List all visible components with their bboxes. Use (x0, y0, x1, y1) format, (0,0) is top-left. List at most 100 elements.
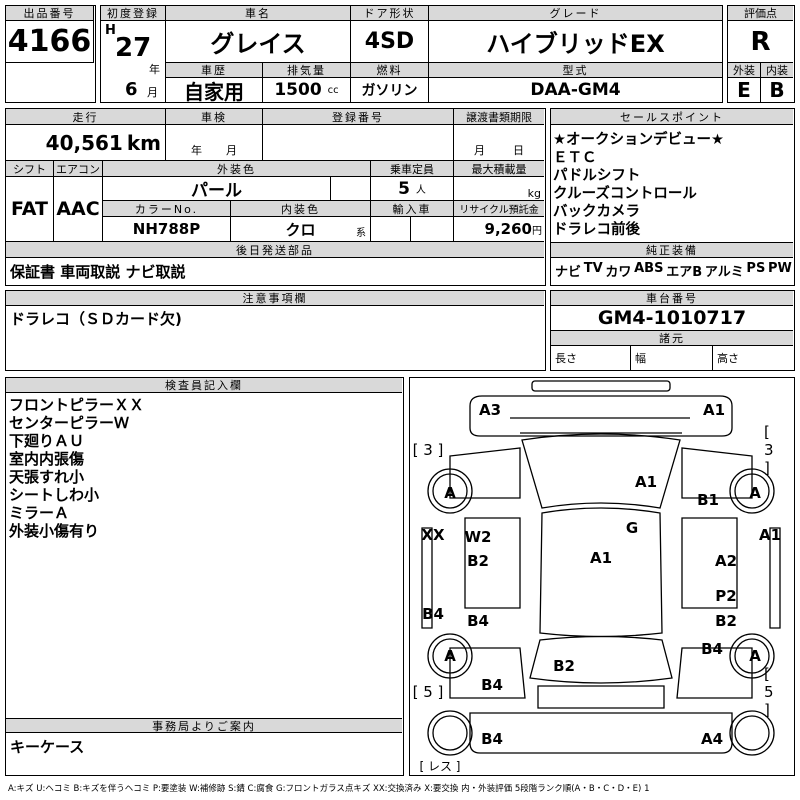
chassis-label: 車台番号 (551, 291, 793, 306)
color-no-label: カラーNo. (103, 201, 231, 217)
sales-points-label: セールスポイント (551, 109, 793, 125)
year-unit: 年 (149, 63, 160, 76)
ext-color: パール (103, 177, 331, 201)
inspector-line: 天張すれ小 (9, 468, 85, 486)
length-label: 長さ (551, 346, 631, 370)
cc-unit: cc (327, 84, 339, 96)
max-load-unit: kg (454, 177, 544, 201)
width-label: 幅 (631, 346, 713, 370)
int-color: クロ 系 (231, 217, 371, 242)
sales-point: パドルシフト (553, 168, 641, 184)
model-label: 型式 (429, 63, 722, 78)
equipment-item: ABS (634, 261, 664, 276)
era: H (105, 23, 116, 38)
damage-mark: A (749, 647, 761, 665)
damage-mark: B4 (701, 640, 723, 658)
int-color-unit: 系 (356, 228, 366, 239)
specs-label: 諸元 (551, 331, 793, 346)
person-unit: 人 (415, 185, 426, 196)
later-parts-label: 後日発送部品 (6, 242, 544, 258)
capacity-value: 5 (398, 178, 410, 199)
damage-mark: A4 (700, 730, 724, 748)
inspection-label: 車検 (166, 109, 263, 125)
damage-mark: B4 (467, 612, 489, 630)
ac-label: エアコン (54, 161, 103, 177)
damage-mark: [ 5 ] (764, 665, 774, 719)
history-label: 車歴 (166, 63, 263, 78)
score-label: 評価点 (728, 6, 793, 21)
damage-mark: [ 3 ] (764, 423, 774, 477)
door-type: 4SD (351, 21, 429, 63)
notes-value: ドラレコ（ＳＤカード欠) (10, 310, 182, 328)
chassis-number: GM4-1010717 (551, 306, 793, 331)
inspector-label: 検査員記入欄 (6, 378, 402, 393)
car-name: グレイス (166, 21, 351, 63)
year-unit: 年 (191, 144, 202, 157)
damage-mark: B4 (481, 730, 503, 748)
car-outline-icon (421, 380, 781, 756)
later-parts: 保証書 車両取説 ナビ取説 (10, 262, 186, 281)
ext-score-label: 外装 (728, 63, 761, 78)
mileage-label: 走行 (6, 109, 166, 125)
month-unit: 月 (226, 144, 237, 157)
lot-number: 4166 (6, 21, 94, 63)
int-score-label: 内装 (761, 63, 793, 78)
import-value (371, 217, 411, 242)
damage-mark: A (444, 484, 456, 502)
damage-mark: W2 (464, 528, 492, 546)
grade-label: グレード (429, 6, 722, 21)
equipment-item: ナビ (555, 265, 582, 280)
reg-year: 27 (115, 33, 152, 63)
overall-score: R (728, 21, 793, 63)
equipment-item: アルミ (704, 265, 744, 280)
inspector-line: センターピラーＷ (9, 414, 130, 432)
int-color-value: クロ (285, 220, 316, 239)
damage-mark: B2 (467, 552, 489, 570)
reg-month: 6 (125, 79, 138, 100)
grade: ハイブリッドEX (429, 21, 722, 63)
fuel-label: 燃料 (351, 63, 429, 78)
max-load-label: 最大積載量 (454, 161, 544, 177)
vehicle-info-box: 初度登録 H 27 年 6 月 車名 グレイス ドア形状 4SD グレード ハイ… (100, 5, 723, 103)
equipment-item: エアB (666, 265, 703, 280)
ext-color-label: 外装色 (103, 161, 371, 177)
transfer-label: 譲渡書類期限 (454, 109, 544, 125)
office-label: 事務局よりご案内 (6, 718, 402, 733)
damage-mark: [ レス ] (419, 759, 461, 774)
first-reg-value: H 27 年 6 月 (101, 21, 166, 102)
damage-mark: A (444, 647, 456, 665)
model-code: DAA-GM4 (530, 80, 621, 100)
day-unit: 日 (513, 144, 524, 157)
inspector-line: 下廻りＡＵ (9, 432, 85, 450)
sales-point: ★オークションデビュー★ (553, 132, 724, 148)
inspector-line: 外装小傷有り (9, 522, 100, 540)
damage-mark: A1 (702, 401, 726, 419)
ext-score: E (728, 78, 761, 102)
displacement-label: 排気量 (263, 63, 351, 78)
inspector-line: 室内内張傷 (9, 450, 85, 468)
score-box: 評価点 R 外装 内装 E B (727, 5, 795, 103)
import-value-2 (411, 217, 454, 242)
first-reg-label: 初度登録 (101, 6, 166, 21)
inspector-notes: フロントピラーＸＸ センターピラーＷ 下廻りＡＵ 室内内張傷 天張すれ小 シート… (9, 396, 144, 540)
damage-mark: A1 (634, 473, 658, 491)
legend: A:キズ U:ヘコミ B:キズを伴うヘコミ P:要塗装 W:補修跡 S:錆 C:… (8, 784, 650, 794)
km-unit: km (126, 130, 161, 155)
chassis-box: 車台番号 GM4-1010717 諸元 長さ 幅 高さ (550, 290, 795, 371)
damage-mark: [ 3 ] (412, 441, 444, 459)
damage-mark: B4 (422, 605, 444, 623)
sales-points-list: ★オークションデビュー★ ＥＴＣ パドルシフト クルーズコントロール バックカメ… (553, 131, 724, 239)
sales-point: クルーズコントロール (553, 186, 697, 202)
notes-label: 注意事項欄 (6, 291, 544, 306)
inspector-line: シートしわ小 (9, 486, 100, 504)
int-color-label: 内装色 (231, 201, 371, 217)
equipment-item: カワ (605, 265, 632, 280)
damage-mark: B1 (697, 491, 719, 509)
capacity-label: 乗車定員 (371, 161, 454, 177)
equipment-item: TV (583, 261, 603, 276)
shift-label: シフト (6, 161, 54, 177)
